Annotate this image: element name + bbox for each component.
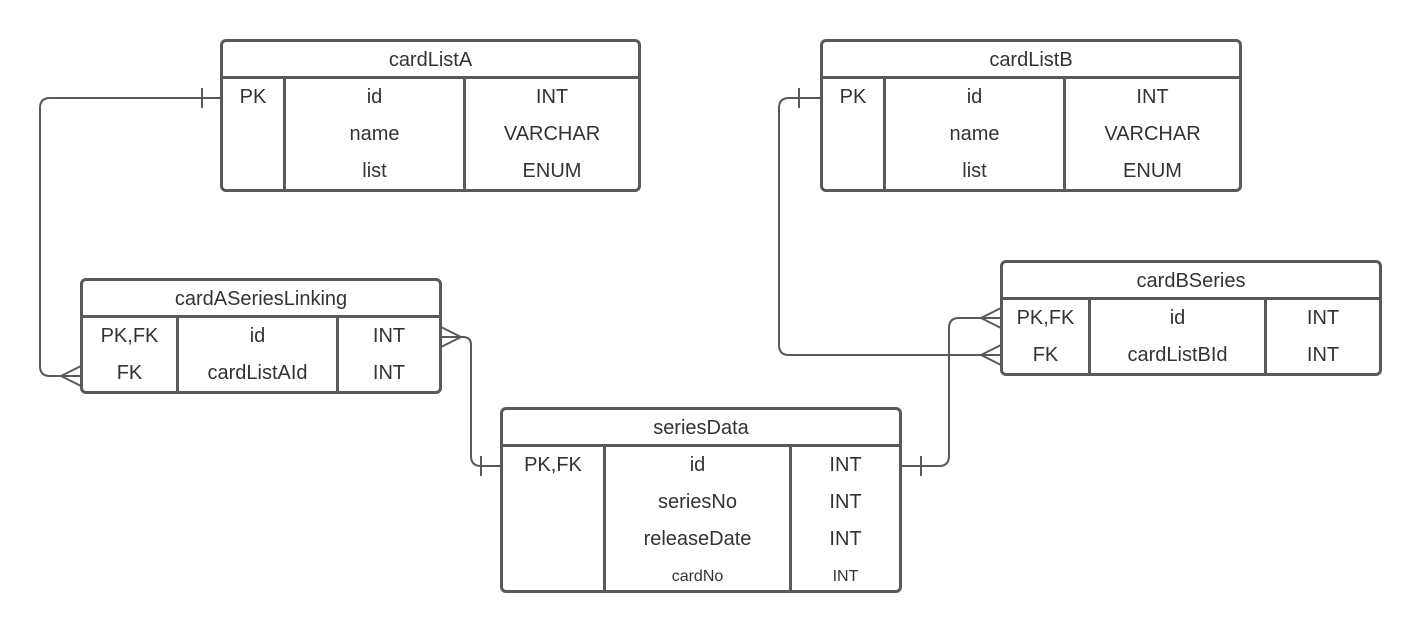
field-name: list (362, 160, 387, 182)
field-name-column: id name list (883, 79, 1063, 189)
key-column: PK,FK FK (1003, 300, 1088, 373)
field-type: ENUM (1123, 160, 1182, 182)
field-name: name (349, 123, 400, 145)
key-cell (503, 521, 603, 558)
many-marker-cardbseries-fk (980, 344, 1002, 366)
field-name-column: id name list (283, 79, 463, 189)
field-name-column: id cardListBId (1088, 300, 1264, 373)
field-name: cardNo (671, 568, 724, 585)
key-cell: PK (239, 86, 267, 108)
key-cell: PK (839, 86, 867, 108)
field-name-column: id cardListAId (176, 318, 336, 391)
entity-title: cardListA (223, 42, 638, 79)
field-type: INT (832, 568, 859, 585)
field-name: id (1169, 307, 1186, 329)
field-type: INT (829, 491, 862, 513)
field-type: INT (829, 528, 862, 550)
field-type-column: INT VARCHAR ENUM (463, 79, 638, 189)
many-marker-cardaserieslinking (60, 365, 82, 387)
entity-title: cardASeriesLinking (83, 281, 439, 318)
field-type: INT (829, 454, 862, 476)
entity-cardaserieslinking[interactable]: cardASeriesLinking PK,FK FK id cardListA… (80, 278, 442, 394)
field-type-column: INT INT (1264, 300, 1379, 373)
field-type-column: INT VARCHAR ENUM (1063, 79, 1239, 189)
field-name: releaseDate (643, 528, 752, 550)
key-column: PK (223, 79, 283, 189)
entity-cardbseries[interactable]: cardBSeries PK,FK FK id cardListBId INT … (1000, 260, 1382, 376)
entity-seriesdata[interactable]: seriesData PK,FK id seriesNo releaseDate… (500, 407, 902, 593)
relationship-line-seriesdata-cardbseries (901, 317, 1001, 467)
field-name: cardListBId (1127, 344, 1228, 366)
field-name: list (962, 160, 987, 182)
field-type: VARCHAR (503, 123, 601, 145)
key-cell: PK,FK (100, 325, 159, 347)
key-cell: PK,FK (1016, 307, 1075, 329)
relationship-line-cardaserieslinking-seriesdata (441, 336, 501, 467)
field-type: INT (372, 362, 406, 384)
field-type: INT (372, 325, 406, 347)
field-type-column: INT INT INT INT (789, 447, 899, 590)
field-name: name (949, 123, 1000, 145)
field-name: id (366, 86, 383, 108)
field-name: id (689, 454, 706, 476)
field-type: INT (1306, 344, 1340, 366)
key-cell (823, 116, 883, 153)
field-type-column: INT INT (336, 318, 439, 391)
entity-cardlista[interactable]: cardListA PK id name list INT VARCHAR EN… (220, 39, 641, 192)
entity-title: seriesData (503, 410, 899, 447)
key-column: PK,FK (503, 447, 603, 590)
key-column: PK (823, 79, 883, 189)
field-name: id (966, 86, 983, 108)
entity-title: cardListB (823, 42, 1239, 79)
key-column: PK,FK FK (83, 318, 176, 391)
key-cell (223, 153, 283, 189)
field-name: id (249, 325, 266, 347)
field-type: INT (1136, 86, 1169, 108)
field-type: VARCHAR (1104, 123, 1201, 145)
many-marker-cardaserieslinking-right (440, 326, 462, 348)
entity-title: cardBSeries (1003, 263, 1379, 300)
key-cell: FK (116, 362, 143, 384)
many-marker-cardbseries-pk (980, 307, 1002, 329)
key-cell (503, 484, 603, 521)
field-type: INT (1306, 307, 1340, 329)
field-type: ENUM (522, 160, 582, 182)
key-cell: FK (1032, 344, 1059, 366)
key-cell (503, 558, 603, 590)
field-name: seriesNo (658, 491, 737, 513)
entity-cardlistb[interactable]: cardListB PK id name list INT VARCHAR EN… (820, 39, 1242, 192)
field-name-column: id seriesNo releaseDate cardNo (603, 447, 789, 590)
field-name: cardListAId (207, 362, 308, 384)
key-cell (823, 153, 883, 189)
key-cell: PK,FK (524, 454, 582, 476)
key-cell (223, 116, 283, 153)
field-type: INT (535, 86, 569, 108)
